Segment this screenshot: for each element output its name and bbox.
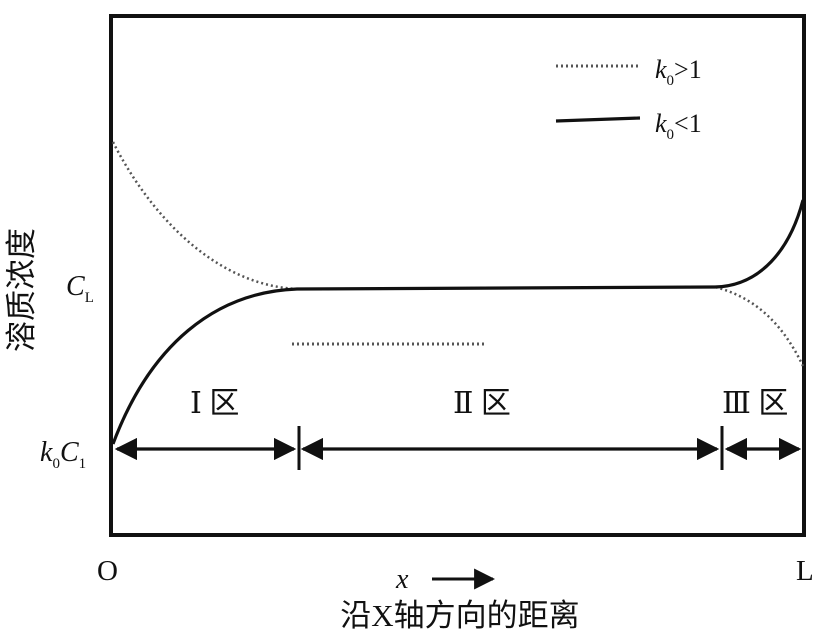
legend-solid-line — [555, 116, 641, 123]
region-1-label: Ⅰ 区 — [190, 387, 239, 420]
plot-frame — [109, 14, 806, 537]
region-3-label: Ⅲ 区 — [722, 387, 788, 420]
legend-label-k0-less-1: k0<1 — [655, 109, 702, 143]
curve-k0-greater-1 — [111, 141, 805, 367]
curve-k0-less-1 — [111, 199, 805, 445]
level-label-k0c1: k0C1 — [40, 437, 86, 472]
origin-label: O — [97, 555, 118, 587]
level-label-cl: CL — [66, 271, 94, 306]
region-2-label: Ⅱ 区 — [453, 387, 511, 420]
legend-label-k0-greater-1: k0>1 — [655, 55, 702, 89]
x-axis-title: 沿X轴方向的距离 — [340, 598, 579, 633]
y-axis-title: 溶质浓度 — [4, 228, 39, 352]
x-symbol: x — [395, 564, 409, 595]
end-label: L — [796, 555, 814, 587]
